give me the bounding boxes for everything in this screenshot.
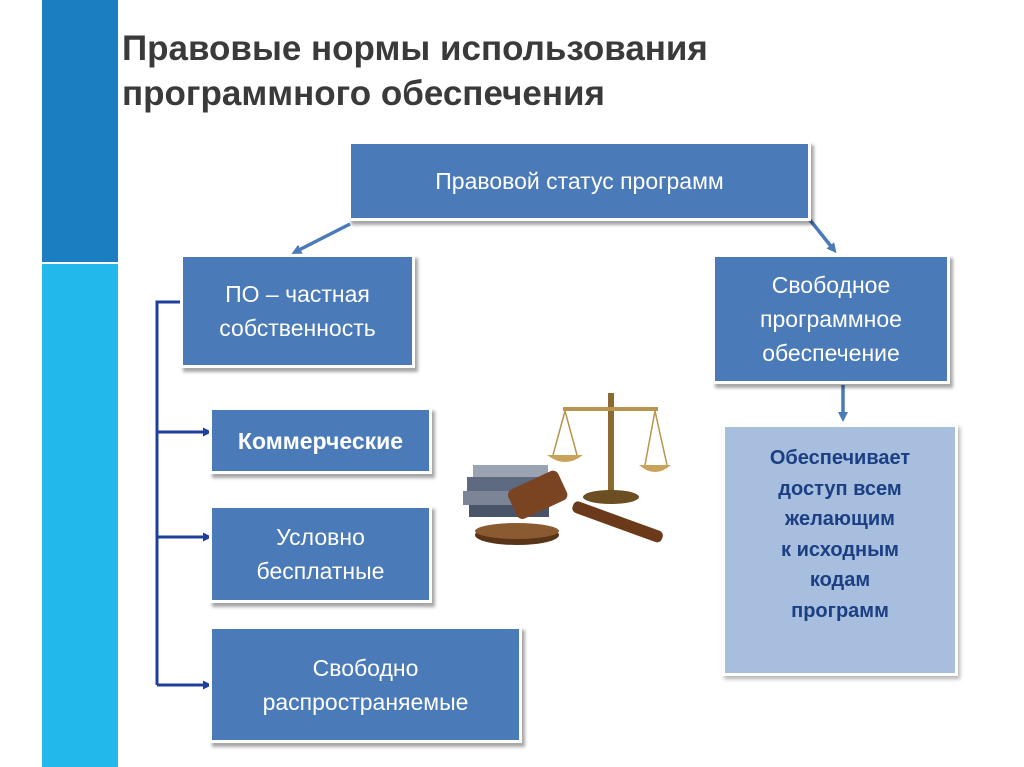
left-branch-connector bbox=[155, 300, 182, 685]
description-line-2: доступ всем bbox=[778, 477, 902, 500]
right-category-node: Свободное программное обеспечение bbox=[712, 254, 950, 384]
shareware-line-1: Условно bbox=[276, 524, 365, 550]
description-line-3: желающим bbox=[785, 508, 895, 530]
freeware-node: Свободно распространяемые bbox=[209, 626, 522, 743]
slide-title-line-1: Правовые нормы использования bbox=[122, 29, 708, 68]
description-line-5: кодам bbox=[809, 569, 871, 591]
commercial-node: Коммерческие bbox=[209, 407, 432, 474]
root-to-right-arrow bbox=[808, 218, 837, 254]
right-category-line-2: программное bbox=[760, 306, 902, 332]
freeware-line-1: Свободно bbox=[312, 654, 419, 681]
right-category-line-3: обеспечение bbox=[762, 340, 900, 366]
freeware-line-2: распространяемые bbox=[262, 688, 469, 715]
left-category-line-2: собственность bbox=[219, 315, 376, 341]
description-line-4: к исходным bbox=[781, 538, 899, 561]
shareware-line-2: бесплатные bbox=[256, 558, 385, 584]
left-category-line-1: ПО – частная bbox=[225, 281, 370, 307]
root-node-label: Правовой статус программ bbox=[435, 168, 724, 194]
left-category-node: ПО – частная собственность bbox=[180, 254, 415, 368]
description-line-1: Обеспечивает bbox=[769, 447, 911, 469]
right-category-line-1: Свободное bbox=[771, 272, 891, 298]
root-to-left-arrow bbox=[291, 222, 351, 254]
sidebar-accent-divider bbox=[42, 262, 118, 264]
root-node: Правовой статус программ bbox=[348, 141, 811, 221]
description-line-6: программ bbox=[791, 599, 889, 622]
slide-title: Правовые нормы использования программног… bbox=[122, 26, 882, 116]
sidebar-accent-light bbox=[42, 262, 118, 767]
sidebar-accent-dark bbox=[42, 0, 118, 262]
scales-and-gavel-icon bbox=[463, 393, 671, 545]
commercial-label: Коммерческие bbox=[237, 427, 404, 454]
shareware-node: Условно бесплатные bbox=[209, 505, 432, 603]
slide-title-line-2: программного обеспечения bbox=[122, 74, 605, 113]
free-software-description: Обеспечивает доступ всем желающим к исхо… bbox=[722, 424, 958, 676]
